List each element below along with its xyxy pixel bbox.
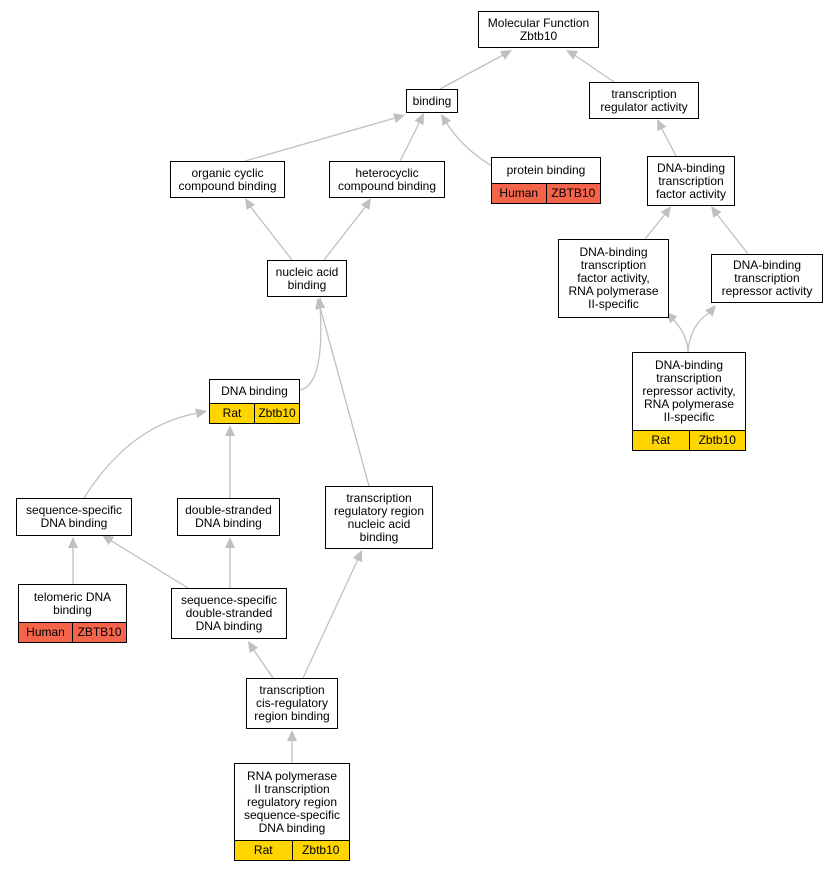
edge-transreg-to-mf-arrowhead: [566, 50, 579, 60]
node-label: organic cyclic compound binding: [178, 165, 277, 193]
node-label: DNA-binding transcription factor activit…: [568, 245, 659, 311]
edge-protein-to-binding-arrowhead: [441, 114, 452, 126]
node-label: heterocyclic compound binding: [337, 165, 437, 193]
node-protein-binding[interactable]: protein binding Human ZBTB10: [491, 157, 601, 204]
edge-dbtrpol2-to-dbtr-arrowhead: [705, 305, 716, 317]
node-dna-binding-repressor-activity-pol2[interactable]: DNA-binding transcription repressor acti…: [632, 352, 746, 451]
node-label: Molecular Function Zbtb10: [487, 15, 590, 43]
edge-pol2-to-cisreg-arrowhead: [287, 730, 297, 741]
node-label: protein binding: [506, 163, 586, 177]
species-cell: Rat: [210, 404, 254, 423]
gene-cell: Zbtb10: [688, 431, 745, 450]
gene-cell: ZBTB10: [72, 623, 126, 642]
node-label: nucleic acid binding: [275, 264, 339, 292]
node-dna-binding-transcription-repressor-activity[interactable]: DNA-binding transcription repressor acti…: [711, 254, 823, 303]
node-nucleic-acid-binding[interactable]: nucleic acid binding: [267, 260, 347, 297]
node-telomeric-dna-binding[interactable]: telomeric DNA binding Human ZBTB10: [18, 584, 127, 643]
node-label: binding: [412, 93, 452, 108]
species-cell: Human: [492, 184, 546, 203]
node-transcription-cis-regulatory-region-binding[interactable]: transcription cis-regulatory region bind…: [246, 678, 338, 729]
edge-protein-to-binding: [445, 121, 493, 167]
edge-cisreg-to-seqds-arrowhead: [248, 641, 259, 653]
node-heterocyclic-compound-binding[interactable]: heterocyclic compound binding: [329, 161, 445, 198]
edge-ds-to-dna-arrowhead: [225, 425, 235, 436]
node-label: double-stranded DNA binding: [185, 503, 272, 530]
edge-dbtfpol2-to-dbtf-arrowhead: [660, 206, 671, 218]
node-label: RNA polymerase II transcription regulato…: [243, 768, 341, 835]
annotation-row: Rat Zbtb10: [235, 840, 349, 860]
node-label: transcription cis-regulatory region bind…: [254, 683, 330, 723]
species-cell: Rat: [633, 431, 689, 450]
edge-dna-to-nucleic: [299, 304, 322, 391]
edge-dbtf-to-transreg: [660, 126, 677, 157]
edge-dbtrpol2-to-dbtr: [687, 311, 711, 353]
edge-orgcyclic-to-binding-arrowhead: [393, 113, 405, 123]
node-label: transcription regulatory region nucleic …: [333, 490, 425, 544]
edge-dbtr-to-dbtf-arrowhead: [711, 206, 722, 218]
node-label: telomeric DNA binding: [33, 589, 112, 617]
node-transcription-regulator-activity[interactable]: transcription regulator activity: [589, 82, 699, 119]
edge-nucleic-to-hetero-arrowhead: [360, 198, 371, 210]
edge-binding-to-mf: [439, 53, 506, 90]
edge-orgcyclic-to-binding: [244, 117, 396, 162]
edge-trr-to-nucleic-arrowhead: [315, 298, 326, 311]
node-dna-binding[interactable]: DNA binding Rat Zbtb10: [209, 379, 300, 424]
edge-dbtfpol2-to-dbtf: [644, 212, 667, 240]
gene-cell: Zbtb10: [291, 841, 349, 860]
node-label: transcription regulator activity: [600, 86, 688, 114]
edge-nucleic-to-orgcyclic-arrowhead: [245, 198, 256, 210]
edge-nucleic-to-hetero: [323, 205, 367, 261]
node-molecular-function[interactable]: Molecular Function Zbtb10: [478, 11, 599, 48]
annotation-row: Human ZBTB10: [492, 183, 600, 203]
node-dna-binding-tf-activity-pol2[interactable]: DNA-binding transcription factor activit…: [558, 239, 669, 318]
edge-seqspec-to-dna-arrowhead: [195, 408, 207, 419]
node-transcription-regulatory-region-nucleic-acid-binding[interactable]: transcription regulatory region nucleic …: [325, 486, 433, 549]
node-label: sequence-specific double-stranded DNA bi…: [180, 593, 278, 633]
node-label: DNA-binding transcription factor activit…: [655, 160, 727, 201]
edge-seqspec-to-dna: [83, 412, 199, 499]
edge-telomeric-to-seqspec-arrowhead: [68, 537, 78, 548]
annotation-row: Rat Zbtb10: [633, 430, 745, 450]
edge-hetero-to-binding: [399, 120, 421, 162]
edge-dbtr-to-dbtf: [715, 212, 749, 255]
edge-cisreg-to-seqds: [252, 648, 274, 679]
node-label: DNA binding: [221, 384, 288, 398]
node-double-stranded-dna-binding[interactable]: double-stranded DNA binding: [177, 498, 280, 536]
species-cell: Rat: [235, 841, 292, 860]
edge-nucleic-to-orgcyclic: [249, 205, 293, 261]
node-label: sequence-specific DNA binding: [25, 503, 123, 530]
edge-trr-to-nucleic: [319, 306, 370, 487]
edge-dbtf-to-transreg-arrowhead: [657, 119, 667, 132]
node-binding[interactable]: binding: [406, 89, 458, 113]
edge-dbtrpol2-to-dbtfpol2: [671, 317, 689, 353]
edge-seqds-to-ds-arrowhead: [225, 537, 235, 548]
edge-transreg-to-mf: [572, 53, 615, 83]
edge-cisreg-to-trr: [302, 558, 359, 679]
edge-cisreg-to-trr-arrowhead: [352, 550, 363, 563]
annotation-row: Human ZBTB10: [19, 622, 126, 642]
node-label: DNA-binding transcription repressor acti…: [642, 358, 736, 424]
annotation-row: Rat Zbtb10: [210, 403, 299, 423]
node-label: DNA-binding transcription repressor acti…: [721, 258, 813, 298]
edge-binding-to-mf-arrowhead: [499, 50, 512, 60]
edge-hetero-to-binding-arrowhead: [414, 113, 424, 126]
species-cell: Human: [19, 623, 72, 642]
gene-cell: Zbtb10: [254, 404, 299, 423]
edge-seqds-to-seqspec-arrowhead: [102, 535, 114, 546]
node-sequence-specific-dna-binding[interactable]: sequence-specific DNA binding: [16, 498, 132, 536]
node-sequence-specific-double-stranded-dna-binding[interactable]: sequence-specific double-stranded DNA bi…: [171, 588, 287, 639]
edge-seqds-to-seqspec: [109, 539, 189, 589]
node-organic-cyclic-compound-binding[interactable]: organic cyclic compound binding: [170, 161, 285, 198]
node-dna-binding-transcription-factor-activity[interactable]: DNA-binding transcription factor activit…: [647, 156, 735, 206]
node-rna-polymerase-ii-regulatory-region-binding[interactable]: RNA polymerase II transcription regulato…: [234, 763, 350, 861]
gene-cell: ZBTB10: [545, 184, 600, 203]
